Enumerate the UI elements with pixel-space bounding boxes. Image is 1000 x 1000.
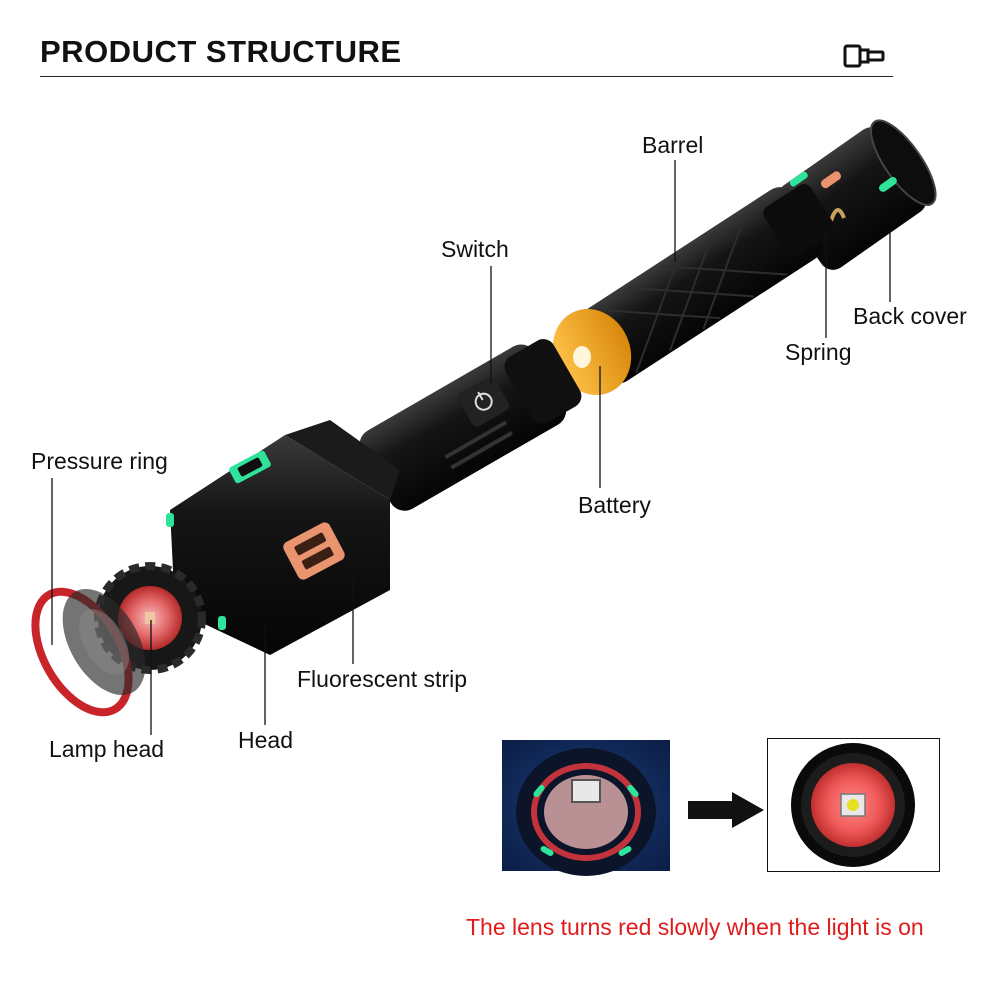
pressure-ring-part	[31, 587, 146, 717]
leader-lines	[51, 160, 891, 735]
label-head: Head	[238, 727, 293, 753]
label-battery: Battery	[578, 492, 651, 518]
label-pressure-ring: Pressure ring	[31, 448, 168, 474]
flashlight-icon	[843, 44, 885, 68]
battery-part	[552, 309, 632, 395]
switch-tube-part	[359, 339, 582, 511]
title-divider	[40, 76, 893, 77]
arrow-right-icon	[688, 792, 764, 828]
barrel-part	[574, 184, 835, 384]
label-switch: Switch	[441, 236, 509, 262]
lens-caption: The lens turns red slowly when the light…	[466, 914, 924, 940]
label-back-cover: Back cover	[853, 303, 967, 329]
lens-closeup-photo	[502, 740, 670, 876]
label-barrel: Barrel	[642, 132, 704, 158]
label-lamp-head: Lamp head	[49, 736, 165, 762]
red-lens-result	[767, 738, 940, 872]
label-spring: Spring	[785, 339, 852, 365]
label-fluorescent-strip: Fluorescent strip	[297, 666, 468, 692]
head-part	[166, 420, 400, 655]
page-title: PRODUCT STRUCTURE	[40, 34, 402, 69]
